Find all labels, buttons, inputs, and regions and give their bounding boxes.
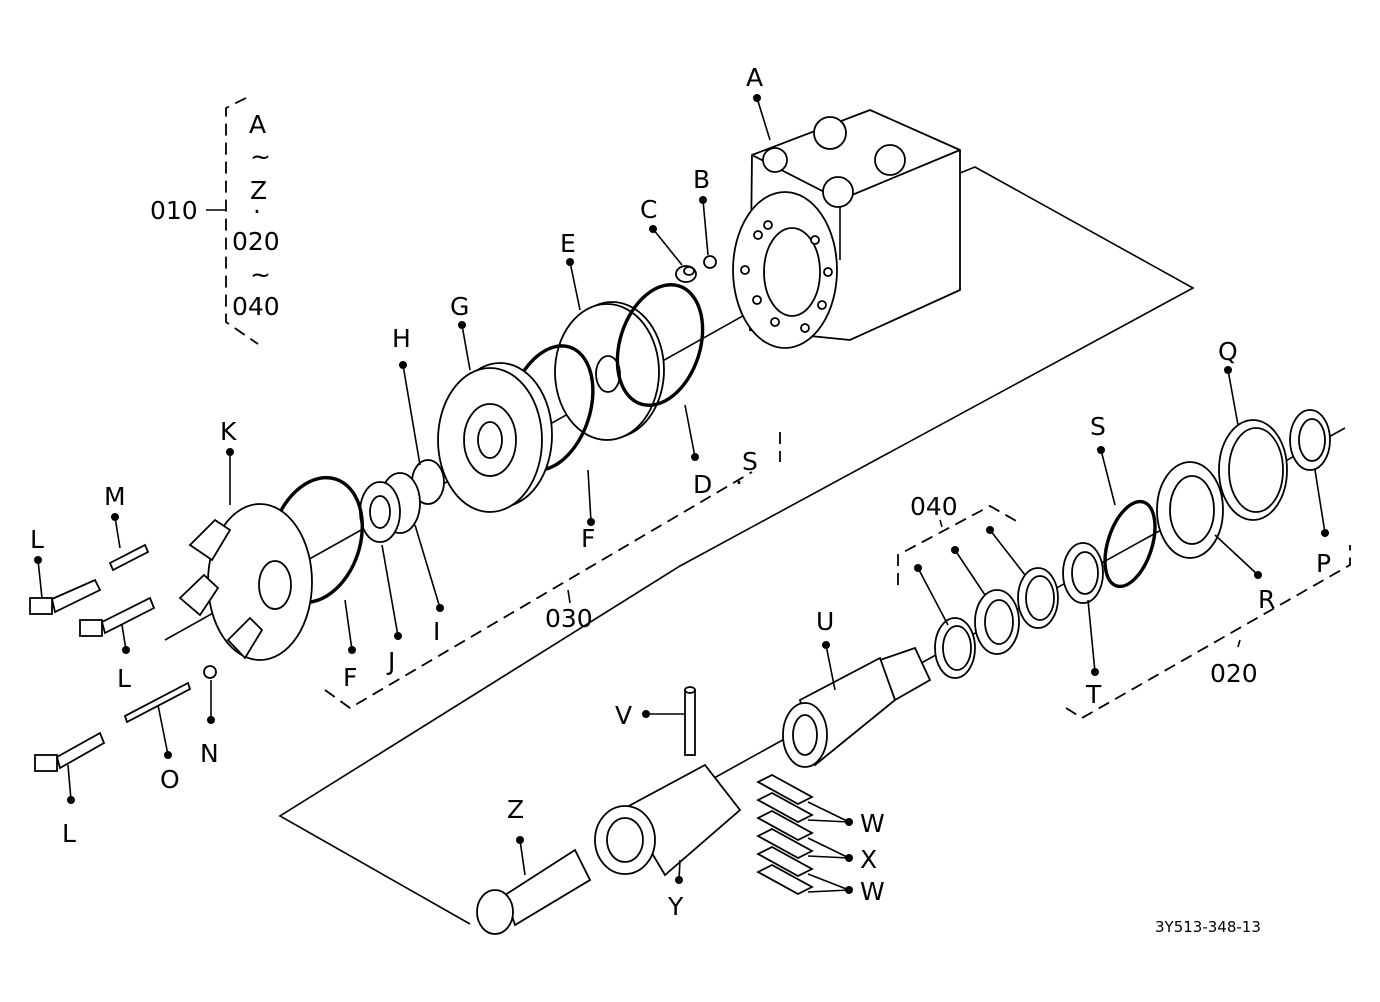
label-w-lower: W <box>860 877 885 906</box>
ball-part-n <box>203 665 217 679</box>
label-v: V <box>615 701 632 730</box>
legend-line-3: Z <box>250 176 267 205</box>
label-y: Y <box>667 892 684 921</box>
label-i: I <box>433 617 440 646</box>
springs-w-x <box>756 773 814 896</box>
label-t: T <box>1085 680 1102 709</box>
label-q: Q <box>1218 337 1238 366</box>
bearing-part-r <box>1156 461 1224 559</box>
bolt-part-l-top <box>29 578 102 615</box>
legend-line-6: ~ <box>250 260 271 289</box>
label-z: Z <box>507 795 524 824</box>
seal-part-t <box>1062 542 1104 604</box>
label-e: E <box>560 229 576 258</box>
rod-part-o <box>123 681 192 724</box>
ball-part-b <box>703 255 717 269</box>
shaft-part-z <box>476 848 592 935</box>
legend-bracket: 010 A ~ Z · 020 ~ 040 <box>150 97 280 345</box>
part-labels: A B C E D . S G H F I J F K M L L N O L … <box>30 63 1331 936</box>
washer-040-1 <box>1017 567 1059 629</box>
label-l-top: L <box>30 525 44 554</box>
label-dot-sep: . <box>735 461 743 490</box>
housing-part-a <box>732 109 961 349</box>
label-f-lower: F <box>343 663 357 692</box>
plate-part-e <box>554 301 665 441</box>
label-l-middle: L <box>117 664 131 693</box>
legend-line-1: A <box>249 110 266 139</box>
bolt-part-l-bottom <box>34 731 106 772</box>
legend-line-7: 040 <box>232 292 280 321</box>
label-w-upper: W <box>860 809 885 838</box>
end-cap-part-k <box>178 503 313 661</box>
label-g: G <box>450 292 469 321</box>
o-ring-part-d <box>615 283 705 407</box>
ring-part-p <box>1289 409 1331 471</box>
label-s-upper: S <box>742 447 758 476</box>
label-f-upper: F <box>581 524 595 553</box>
label-group-020: 020 <box>1210 659 1258 688</box>
label-h: H <box>392 324 411 353</box>
pin-part-v <box>684 686 696 756</box>
label-m: M <box>104 482 126 511</box>
label-p: P <box>1316 549 1331 578</box>
leader-lines <box>34 94 1329 894</box>
ring-part-q <box>1218 419 1288 521</box>
label-group-040: 040 <box>910 492 958 521</box>
label-k: K <box>220 417 237 446</box>
gerotor-part-g <box>437 362 553 513</box>
label-x: X <box>860 845 877 874</box>
spring-part-c <box>675 265 697 283</box>
washer-040-3 <box>934 617 976 679</box>
spool-part-y <box>594 763 742 877</box>
bolt-part-l-middle <box>79 596 156 637</box>
label-l-bottom: L <box>62 819 76 848</box>
label-group-030: 030 <box>545 604 593 633</box>
bearing-040-2 <box>974 589 1020 655</box>
sleeve-part-u <box>782 646 932 768</box>
label-j: J <box>386 647 395 676</box>
label-n: N <box>200 739 219 768</box>
label-c: C <box>640 195 657 224</box>
label-r: R <box>1258 585 1275 614</box>
label-b: B <box>693 165 710 194</box>
label-u: U <box>816 607 834 636</box>
label-o: O <box>160 765 180 794</box>
seal-part-j <box>359 481 401 543</box>
legend-group-label: 010 <box>150 196 198 225</box>
legend-line-5: 020 <box>232 227 280 256</box>
pin-part-m <box>108 543 150 572</box>
o-ring-part-s-right <box>1103 499 1157 589</box>
legend-line-2: ~ <box>250 142 271 171</box>
label-d: D <box>693 470 712 499</box>
legend-line-4: · <box>253 197 261 226</box>
label-s-lower: S <box>1090 412 1106 441</box>
label-a: A <box>746 63 763 92</box>
drawing-code: 3Y513-348-13 <box>1155 918 1261 936</box>
